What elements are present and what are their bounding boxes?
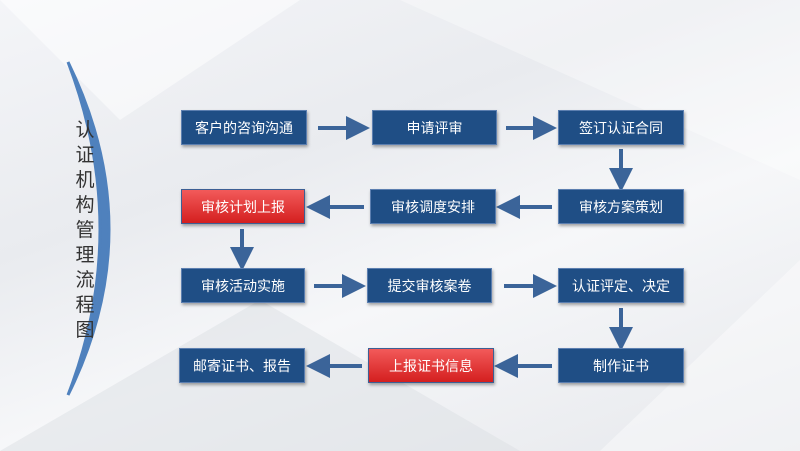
step-report-certificate-info[interactable]: 上报证书信息	[368, 348, 494, 383]
step-submit-audit-files[interactable]: 提交审核案卷	[367, 268, 492, 303]
step-mail-certificate[interactable]: 邮寄证书、报告	[179, 348, 305, 383]
step-audit-program-planning[interactable]: 审核方案策划	[558, 189, 684, 224]
diagram-title: 认证机构管理流程图	[75, 119, 95, 341]
step-application-review[interactable]: 申请评审	[372, 110, 497, 145]
step-make-certificate[interactable]: 制作证书	[558, 348, 684, 383]
step-sign-contract[interactable]: 签订认证合同	[558, 110, 684, 145]
step-audit-plan-report[interactable]: 审核计划上报	[181, 189, 305, 224]
step-audit-scheduling[interactable]: 审核调度安排	[370, 189, 496, 224]
step-certification-decision[interactable]: 认证评定、决定	[558, 268, 684, 303]
step-customer-consultation[interactable]: 客户的咨询沟通	[181, 110, 307, 145]
step-audit-implementation[interactable]: 审核活动实施	[181, 268, 305, 303]
